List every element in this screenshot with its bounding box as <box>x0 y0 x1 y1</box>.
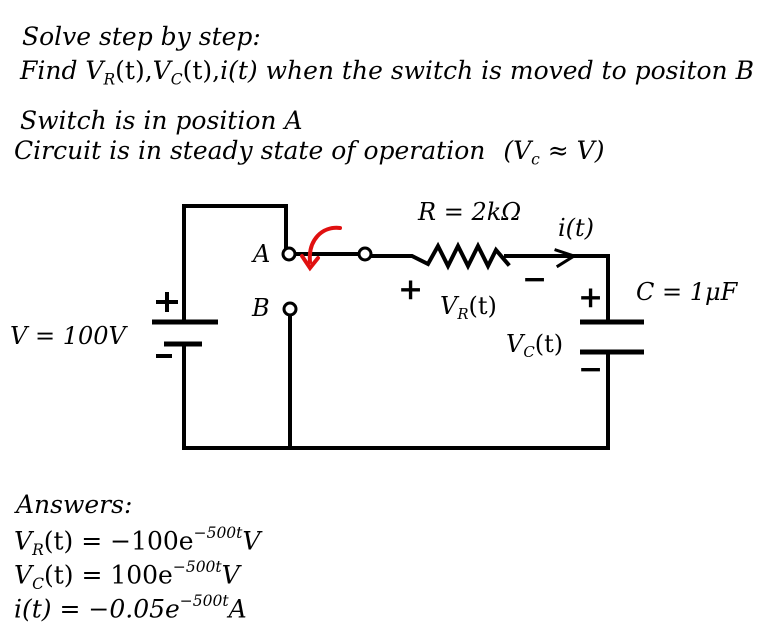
answer-vc: VC(t) = 100e−500tV <box>14 558 240 594</box>
capacitor-minus-icon: − <box>578 352 604 387</box>
answer-i: i(t) = −0.05e−500tA <box>14 592 247 624</box>
capacitor-plus-icon: + <box>578 280 604 315</box>
resistor-minus-icon: − <box>522 262 548 297</box>
resistor-icon <box>366 241 511 271</box>
resistor-label: R = 2kΩ <box>418 198 522 226</box>
problem-line-4: Circuit is in steady state of operation … <box>14 136 605 169</box>
switch-move-arrow-icon <box>307 225 342 264</box>
problem-line-1: Solve step by step: <box>22 22 261 51</box>
switch-contact-b <box>282 301 298 317</box>
vr-label: VR(t) <box>440 292 497 324</box>
source-label: V = 100V <box>10 322 126 350</box>
answer-vr: VR(t) = −100e−500tV <box>14 524 261 560</box>
wire-bottom <box>182 342 610 450</box>
switch-label-a: A <box>253 240 271 268</box>
current-arrow-icon <box>554 248 578 269</box>
vc-label: VC(t) <box>506 330 564 362</box>
problem-line-2: Find VR(t),VC(t),i(t) when the switch is… <box>20 56 754 89</box>
resistor-plus-icon: + <box>398 272 424 307</box>
switch-contact-common <box>357 246 373 262</box>
wire-top-left <box>182 204 288 324</box>
wire-to-capacitor <box>504 254 610 324</box>
current-label: i(t) <box>558 214 595 242</box>
problem-line-3: Switch is in position A <box>20 106 303 135</box>
answers-heading: Answers: <box>16 490 133 519</box>
capacitor-label: C = 1μF <box>636 278 738 306</box>
switch-label-b: B <box>252 294 270 322</box>
switch-contact-a <box>281 246 297 262</box>
